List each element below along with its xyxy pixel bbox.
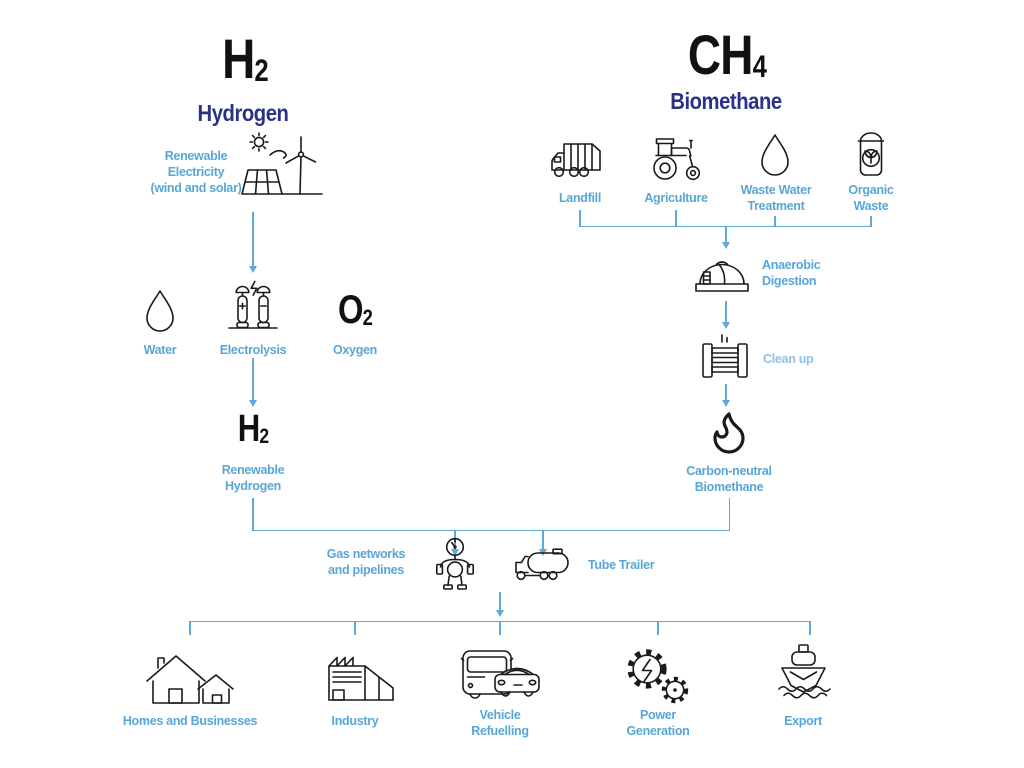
organic-waste-label: Organic Waste xyxy=(848,183,894,213)
oxygen-formula: O2 xyxy=(306,288,404,333)
connector-line xyxy=(354,620,356,635)
tube-trailer-truck-icon xyxy=(511,546,575,584)
carbon-neutral-biomethane-label: Carbon-neutral Biomethane xyxy=(686,464,772,494)
connector-line xyxy=(579,210,581,227)
arrow-down-icon xyxy=(248,400,257,407)
renewable-hydrogen-formula: H2 xyxy=(204,408,302,451)
garbage-truck-icon xyxy=(548,134,612,184)
gears-bolt-icon xyxy=(620,644,696,706)
flow-line xyxy=(725,225,727,243)
power-generation-label: Power Generation xyxy=(626,708,690,738)
oxygen-label: Oxygen xyxy=(332,343,378,357)
flow-line xyxy=(499,592,501,610)
agriculture-label: Agriculture xyxy=(644,191,708,205)
connector-line xyxy=(252,498,254,531)
arrow-down-icon xyxy=(721,400,730,407)
arrow-down-icon xyxy=(721,242,730,249)
electrolysis-icon xyxy=(226,276,280,334)
flame-icon xyxy=(703,406,749,458)
arrow-down-icon xyxy=(495,610,504,617)
connector-line xyxy=(657,620,659,635)
wind-and-solar-icon xyxy=(236,130,324,206)
water-drop-icon xyxy=(758,132,792,178)
oxygen-formula-text: O xyxy=(337,288,364,332)
flow-line xyxy=(252,358,254,400)
water-drop-icon xyxy=(143,288,177,334)
arrow-down-icon xyxy=(248,266,257,273)
organic-waste-sack-icon xyxy=(853,128,889,180)
flow-line xyxy=(725,301,727,322)
connector-line xyxy=(774,216,776,227)
landfill-label: Landfill xyxy=(558,191,602,205)
arrow-down-icon xyxy=(450,549,459,556)
flow-line xyxy=(252,212,254,266)
pipeline-gauge-icon xyxy=(428,536,482,592)
biomethane-formula: CH4 xyxy=(661,22,792,87)
bus-and-car-icon xyxy=(457,646,543,702)
renewable-hydrogen-label: Renewable Hydrogen xyxy=(221,463,285,493)
water-label: Water xyxy=(143,343,177,357)
waste-water-treatment-label: Waste Water Treatment xyxy=(740,183,812,213)
homes-and-businesses-label: Homes and Businesses xyxy=(122,714,258,728)
oxygen-formula-subscript: 2 xyxy=(362,304,373,330)
biomethane-title: Biomethane xyxy=(670,88,782,114)
renewable-hydrogen-formula-text: H xyxy=(237,408,261,450)
gas-scrubber-icon xyxy=(697,332,753,380)
flow-line xyxy=(725,384,727,400)
connector-line xyxy=(252,529,731,532)
houses-icon xyxy=(143,648,237,706)
hydrogen-formula: H2 xyxy=(179,26,310,91)
biomethane-formula-text: CH xyxy=(687,23,754,86)
flow-line xyxy=(542,531,544,549)
arrow-down-icon xyxy=(721,322,730,329)
connector-line xyxy=(809,620,811,635)
connector-line xyxy=(499,620,501,635)
industry-label: Industry xyxy=(331,714,379,728)
biomethane-formula-subscript: 4 xyxy=(752,48,767,84)
vehicle-refuelling-label: Vehicle Refuelling xyxy=(471,708,529,738)
clean-up-label: Clean up xyxy=(763,352,814,366)
gas-networks-label: Gas networks and pipelines xyxy=(326,547,406,577)
renewable-electricity-label: Renewable Electricity (wind and solar) xyxy=(150,149,242,195)
hydrogen-title: Hydrogen xyxy=(197,100,289,126)
tractor-icon xyxy=(648,134,706,182)
digester-tank-icon xyxy=(692,252,752,296)
hydrogen-formula-text: H xyxy=(222,27,255,90)
connector-line xyxy=(189,620,191,635)
connector-line xyxy=(675,210,677,227)
electrolysis-label: Electrolysis xyxy=(219,343,287,357)
ship-icon xyxy=(774,642,832,700)
export-label: Export xyxy=(784,714,822,728)
tube-trailer-label: Tube Trailer xyxy=(588,558,655,572)
factory-icon xyxy=(317,648,395,704)
renewable-hydrogen-formula-subscript: 2 xyxy=(259,423,269,448)
connector-line xyxy=(728,498,731,531)
anaerobic-digestion-label: Anaerobic Digestion xyxy=(762,258,821,288)
connector-line xyxy=(870,216,872,227)
hydrogen-formula-subscript: 2 xyxy=(254,52,268,88)
